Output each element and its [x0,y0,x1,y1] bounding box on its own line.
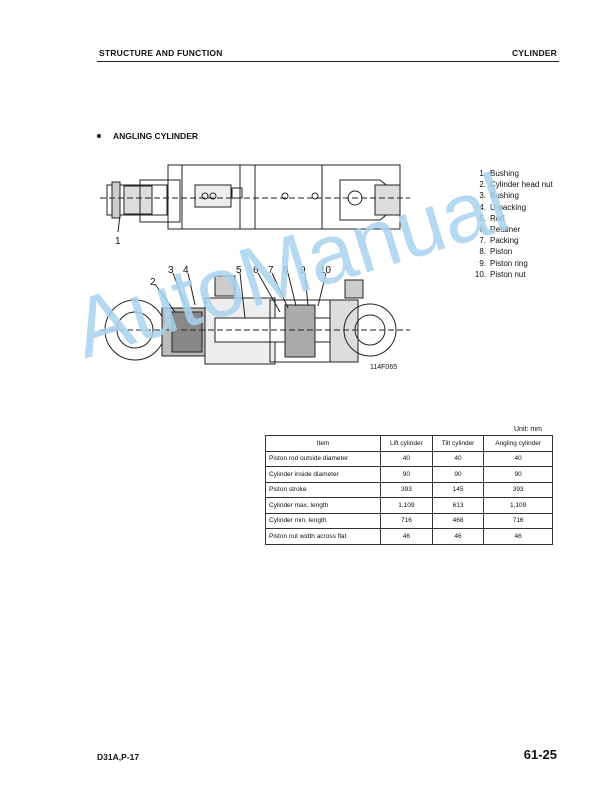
page-header: STRUCTURE AND FUNCTION CYLINDER [97,47,559,62]
header-topic-label: CYLINDER [511,48,557,58]
list-item: 3.Bushing [479,191,519,201]
header-lift: Lift cylinder [380,435,433,452]
bullet-icon [97,133,101,138]
table-row: Piston rod outside diameter 40 40 40 [265,450,553,467]
list-item: 4.U-packing [479,202,527,212]
table-row: Piston nut width across flat 46 46 46 [265,528,553,545]
callout-1: 1 [115,236,121,247]
header-section-label: STRUCTURE AND FUNCTION [99,48,223,58]
table-row: Piston stroke 393 145 393 [265,481,553,498]
figure-id: 114F065 [370,364,397,371]
header-tilt: Tilt cylinder [431,435,485,452]
table-row: Cylinder min. length 716 468 716 [265,512,553,529]
list-item: 2.Cylinder head nut [479,180,553,190]
unit-label: Unit: mm [514,426,542,433]
footer-page-number: 61-25 [523,747,557,762]
list-item: 7.Packing [479,236,519,246]
list-item: 5.Rod [479,213,505,223]
callout-6: 6 [253,265,259,276]
callout-10: 10 [320,265,332,276]
callout-2: 2 [150,277,156,288]
header-item: Item [265,435,381,452]
list-item: 6.Retainer [479,225,521,235]
callout-8: 8 [283,265,289,276]
table-row: Cylinder max. length 1,109 613 1,109 [265,497,553,514]
list-item: 1.Bushing [479,169,519,178]
list-item: 8.Piston [479,247,513,257]
spec-table: Item Lift cylinder Tilt cylinder Angling… [265,435,553,545]
callout-7: 7 [268,265,274,276]
table-header-row: Item Lift cylinder Tilt cylinder Angling… [265,435,553,452]
callout-9: 9 [300,265,306,276]
callout-3: 3 [168,265,174,276]
callout-5: 5 [236,265,242,276]
section-title: ANGLING CYLINDER [97,131,198,141]
header-angling: Angling cylinder [483,435,553,452]
angling-cylinder-diagram: 1 2 3 4 5 6 7 8 9 10 114F065 [100,164,410,371]
footer-model: D31A,P-17 [97,752,140,762]
callout-4: 4 [183,265,189,276]
parts-list: 1.Bushing 2.Cylinder head nut 3.Bushing … [470,168,553,280]
table-row: Cylinder inside diameter 90 90 90 [265,466,553,483]
section-title-text: ANGLING CYLINDER [113,131,198,141]
list-item: 10.Piston nut [474,269,526,279]
list-item: 9.Piston ring [479,258,528,268]
